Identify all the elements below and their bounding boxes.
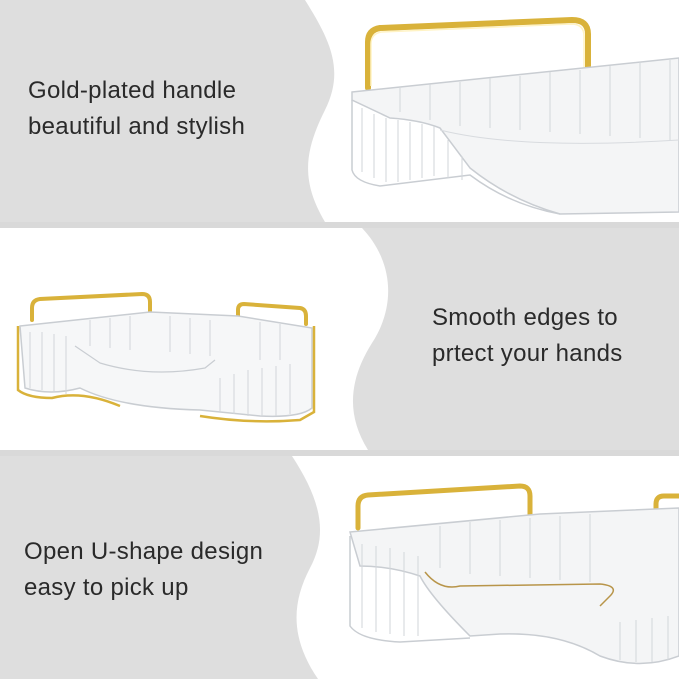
caption-line-1: Gold-plated handle bbox=[28, 77, 237, 104]
divider bbox=[0, 222, 679, 228]
caption-line-2: prtect your hands bbox=[432, 340, 623, 367]
caption-edges: Smooth edges to prtect your hands bbox=[432, 300, 623, 372]
caption-line-1: Open U-shape design bbox=[24, 538, 264, 565]
caption-line-1: Smooth edges to bbox=[432, 304, 618, 331]
shelf-image-full bbox=[16, 291, 316, 423]
caption-line-2: easy to pick up bbox=[24, 574, 189, 601]
clear-shelf-icon bbox=[351, 57, 679, 215]
feature-panel-edges: Smooth edges to prtect your hands bbox=[0, 228, 679, 450]
caption-handle: Gold-plated handle beautiful and stylish bbox=[28, 73, 245, 145]
clear-shelf-icon bbox=[349, 507, 679, 665]
divider bbox=[0, 450, 679, 456]
clear-shelf-icon bbox=[16, 311, 316, 423]
feature-panel-handle: Gold-plated handle beautiful and stylish bbox=[0, 0, 679, 222]
caption-line-2: beautiful and stylish bbox=[28, 113, 246, 140]
gold-handle-icon bbox=[355, 483, 533, 531]
shelf-image-closeup bbox=[351, 16, 679, 215]
gold-handle-icon bbox=[30, 291, 152, 322]
shelf-image-opening bbox=[349, 483, 679, 665]
feature-panel-ushape: Open U-shape design easy to pick up bbox=[0, 456, 679, 679]
gold-handle-icon bbox=[365, 16, 591, 91]
caption-ushape: Open U-shape design easy to pick up bbox=[24, 534, 263, 606]
